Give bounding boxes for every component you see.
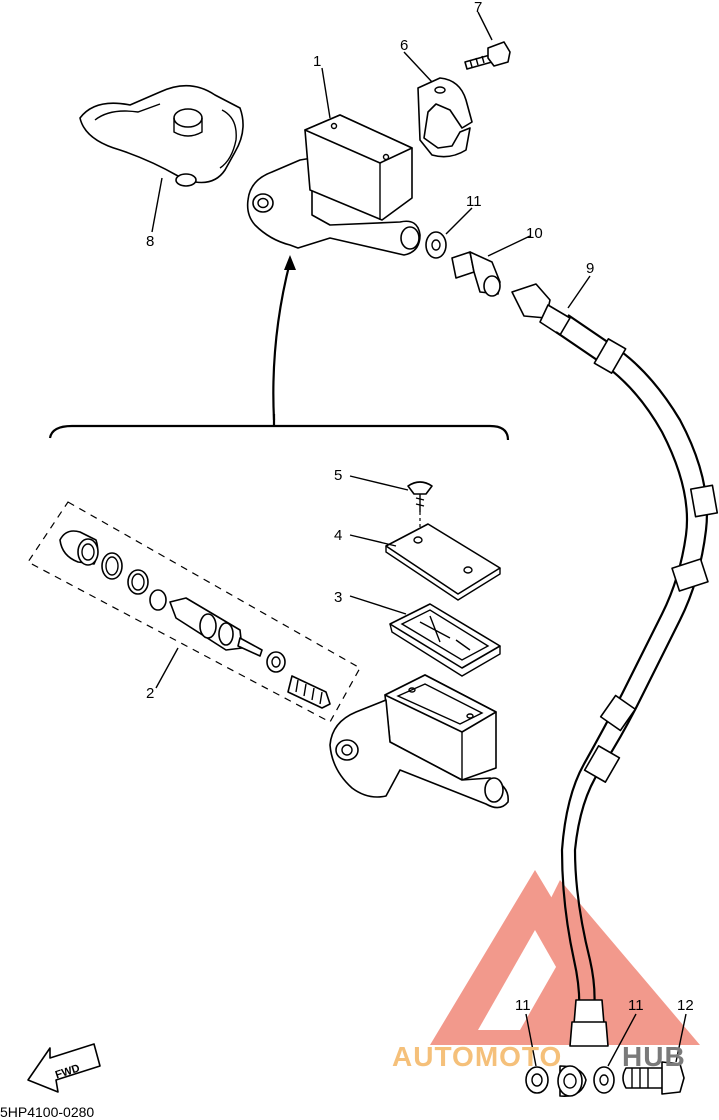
part-number-label: 6 — [400, 37, 408, 54]
part-labels: 1 2 3 4 5 6 7 8 9 10 11 11 11 12 — [146, 0, 694, 1014]
union-bolt-part — [451, 251, 501, 297]
brake-hose-part — [511, 283, 719, 1047]
master-cylinder-top — [246, 114, 421, 256]
watermark-text-left: AUTOMOTO — [392, 1041, 562, 1072]
lower-bolt-part — [622, 1061, 685, 1095]
part-number-label: 4 — [334, 527, 342, 544]
cap-part — [385, 523, 501, 601]
lower-washers-part — [525, 1065, 615, 1097]
part-number-label: 3 — [334, 589, 342, 606]
lever-guard-part — [79, 84, 244, 187]
watermark-text-right: HUB — [622, 1041, 686, 1072]
part-number-label: 12 — [677, 997, 694, 1014]
part-number-label: 11 — [466, 193, 482, 210]
fwd-arrow-icon: FWD — [27, 1043, 101, 1093]
bolt-part — [464, 41, 511, 70]
master-cylinder-body — [329, 674, 509, 809]
callout-arrow — [48, 255, 510, 441]
clamp-part — [417, 77, 473, 158]
part-number-label: 11 — [628, 997, 644, 1014]
part-number-label: 5 — [334, 467, 342, 484]
diagram-code: 5HP4100-0280 — [0, 1104, 94, 1120]
part-number-label: 7 — [474, 0, 482, 16]
diaphragm-part — [389, 603, 501, 677]
part-number-label: 2 — [146, 685, 154, 702]
part-number-label: 9 — [586, 260, 594, 277]
part-number-label: 10 — [526, 225, 543, 242]
leader-lines — [151, 11, 687, 1067]
part-number-label: 11 — [515, 997, 531, 1014]
part-number-label: 8 — [146, 233, 154, 250]
part-number-label: 1 — [313, 53, 321, 70]
screw-part — [407, 481, 433, 536]
piston-kit-part — [27, 501, 361, 723]
washer-upper-part — [425, 231, 447, 259]
